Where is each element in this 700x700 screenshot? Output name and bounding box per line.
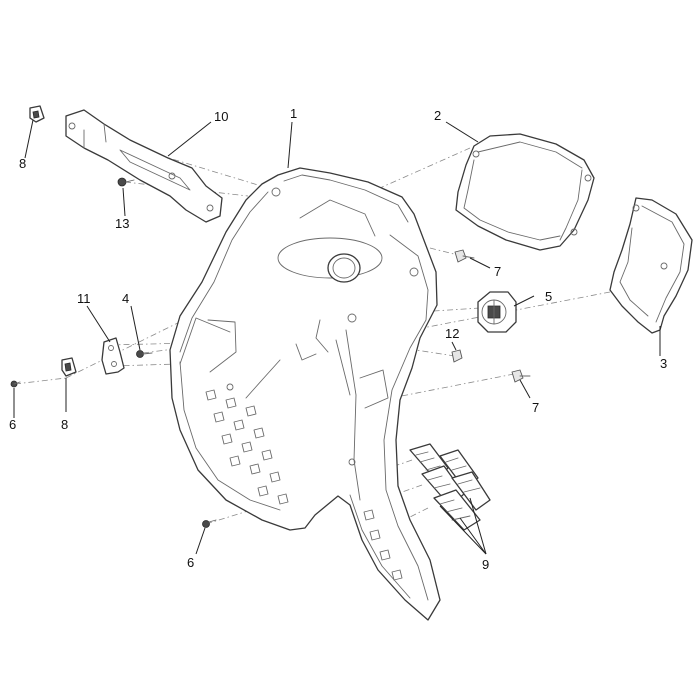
callout-6-left: 6	[9, 417, 16, 432]
callout-labels: 1 2 3 4 5 6 6 7 7 8 8 9 10 11 12 13	[9, 106, 667, 572]
callout-1: 1	[290, 106, 297, 121]
callout-11: 11	[77, 291, 91, 306]
callout-4: 4	[122, 291, 129, 306]
part-6-screw-bottom	[202, 519, 217, 528]
part-5-ignition-lock	[477, 291, 517, 333]
callout-10: 10	[214, 109, 228, 124]
callout-6-bottom: 6	[187, 555, 194, 570]
part-3-side-panel	[609, 197, 693, 334]
part-13-screw	[117, 177, 135, 187]
callout-3: 3	[660, 356, 667, 371]
callout-7-upper: 7	[494, 264, 501, 279]
part-7-screw-upper	[454, 249, 475, 263]
part-8-clip-top	[29, 105, 45, 123]
floor-vent-slots	[205, 389, 403, 581]
part-6-screw-left	[10, 380, 21, 388]
callout-12: 12	[445, 326, 459, 341]
callout-8-bottom: 8	[61, 417, 68, 432]
part-8-clip-bottom	[61, 357, 77, 377]
part-7-screw-lower	[511, 369, 531, 383]
part-4-bolt	[136, 350, 153, 358]
part-12-nut	[451, 349, 463, 363]
callout-2: 2	[434, 108, 441, 123]
callout-8-top: 8	[19, 156, 26, 171]
leader-lines	[13, 119, 661, 555]
part-10-upper-bracket	[65, 109, 223, 223]
part-11-lower-bracket	[101, 337, 125, 375]
callout-7-lower: 7	[532, 400, 539, 415]
part-1-leg-shield	[169, 167, 441, 621]
callout-9: 9	[482, 557, 489, 572]
part-2-glove-box-door	[455, 133, 595, 251]
callout-13: 13	[115, 216, 129, 231]
part-9-grille-inserts	[409, 443, 491, 531]
callout-5: 5	[545, 289, 552, 304]
